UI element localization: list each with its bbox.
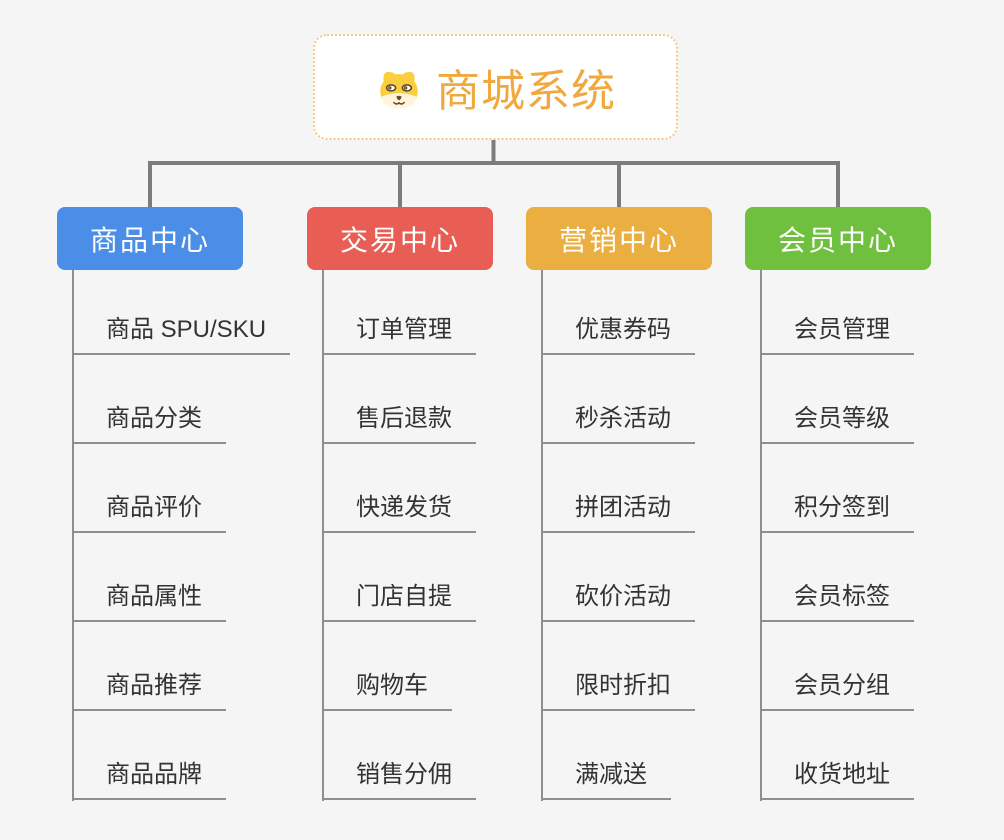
child-node[interactable]: 秒杀活动: [542, 403, 695, 444]
child-node[interactable]: 拼团活动: [542, 492, 695, 533]
child-node[interactable]: 满减送: [542, 759, 671, 800]
dog-icon: [375, 65, 423, 110]
root-title: 商城系统: [436, 67, 616, 116]
child-node[interactable]: 门店自提: [323, 581, 476, 622]
child-node[interactable]: 快递发货: [323, 492, 476, 533]
child-node[interactable]: 优惠券码: [542, 314, 695, 355]
root-node[interactable]: 商城系统: [313, 34, 678, 140]
child-node[interactable]: 订单管理: [323, 314, 476, 355]
child-node[interactable]: 销售分佣: [323, 759, 476, 800]
child-node[interactable]: 会员分组: [761, 670, 914, 711]
branch-product-center[interactable]: 商品中心: [57, 207, 243, 270]
child-node[interactable]: 会员等级: [761, 403, 914, 444]
child-node[interactable]: 商品评价: [73, 492, 226, 533]
child-node[interactable]: 商品分类: [73, 403, 226, 444]
child-node[interactable]: 售后退款: [323, 403, 476, 444]
child-node[interactable]: 商品 SPU/SKU: [73, 314, 291, 355]
branch-trade-center[interactable]: 交易中心: [307, 207, 493, 270]
child-node[interactable]: 限时折扣: [542, 670, 695, 711]
child-node[interactable]: 商品推荐: [73, 670, 226, 711]
child-node[interactable]: 会员管理: [761, 314, 914, 355]
child-node[interactable]: 商品品牌: [73, 759, 226, 800]
child-node[interactable]: 砍价活动: [542, 581, 695, 622]
branch-member-center[interactable]: 会员中心: [745, 207, 931, 270]
child-node[interactable]: 积分签到: [761, 492, 914, 533]
child-node[interactable]: 购物车: [323, 670, 452, 711]
branch-marketing-center[interactable]: 营销中心: [526, 207, 712, 270]
child-node[interactable]: 商品属性: [73, 581, 226, 622]
child-node[interactable]: 会员标签: [761, 581, 914, 622]
child-node[interactable]: 收货地址: [761, 759, 914, 800]
